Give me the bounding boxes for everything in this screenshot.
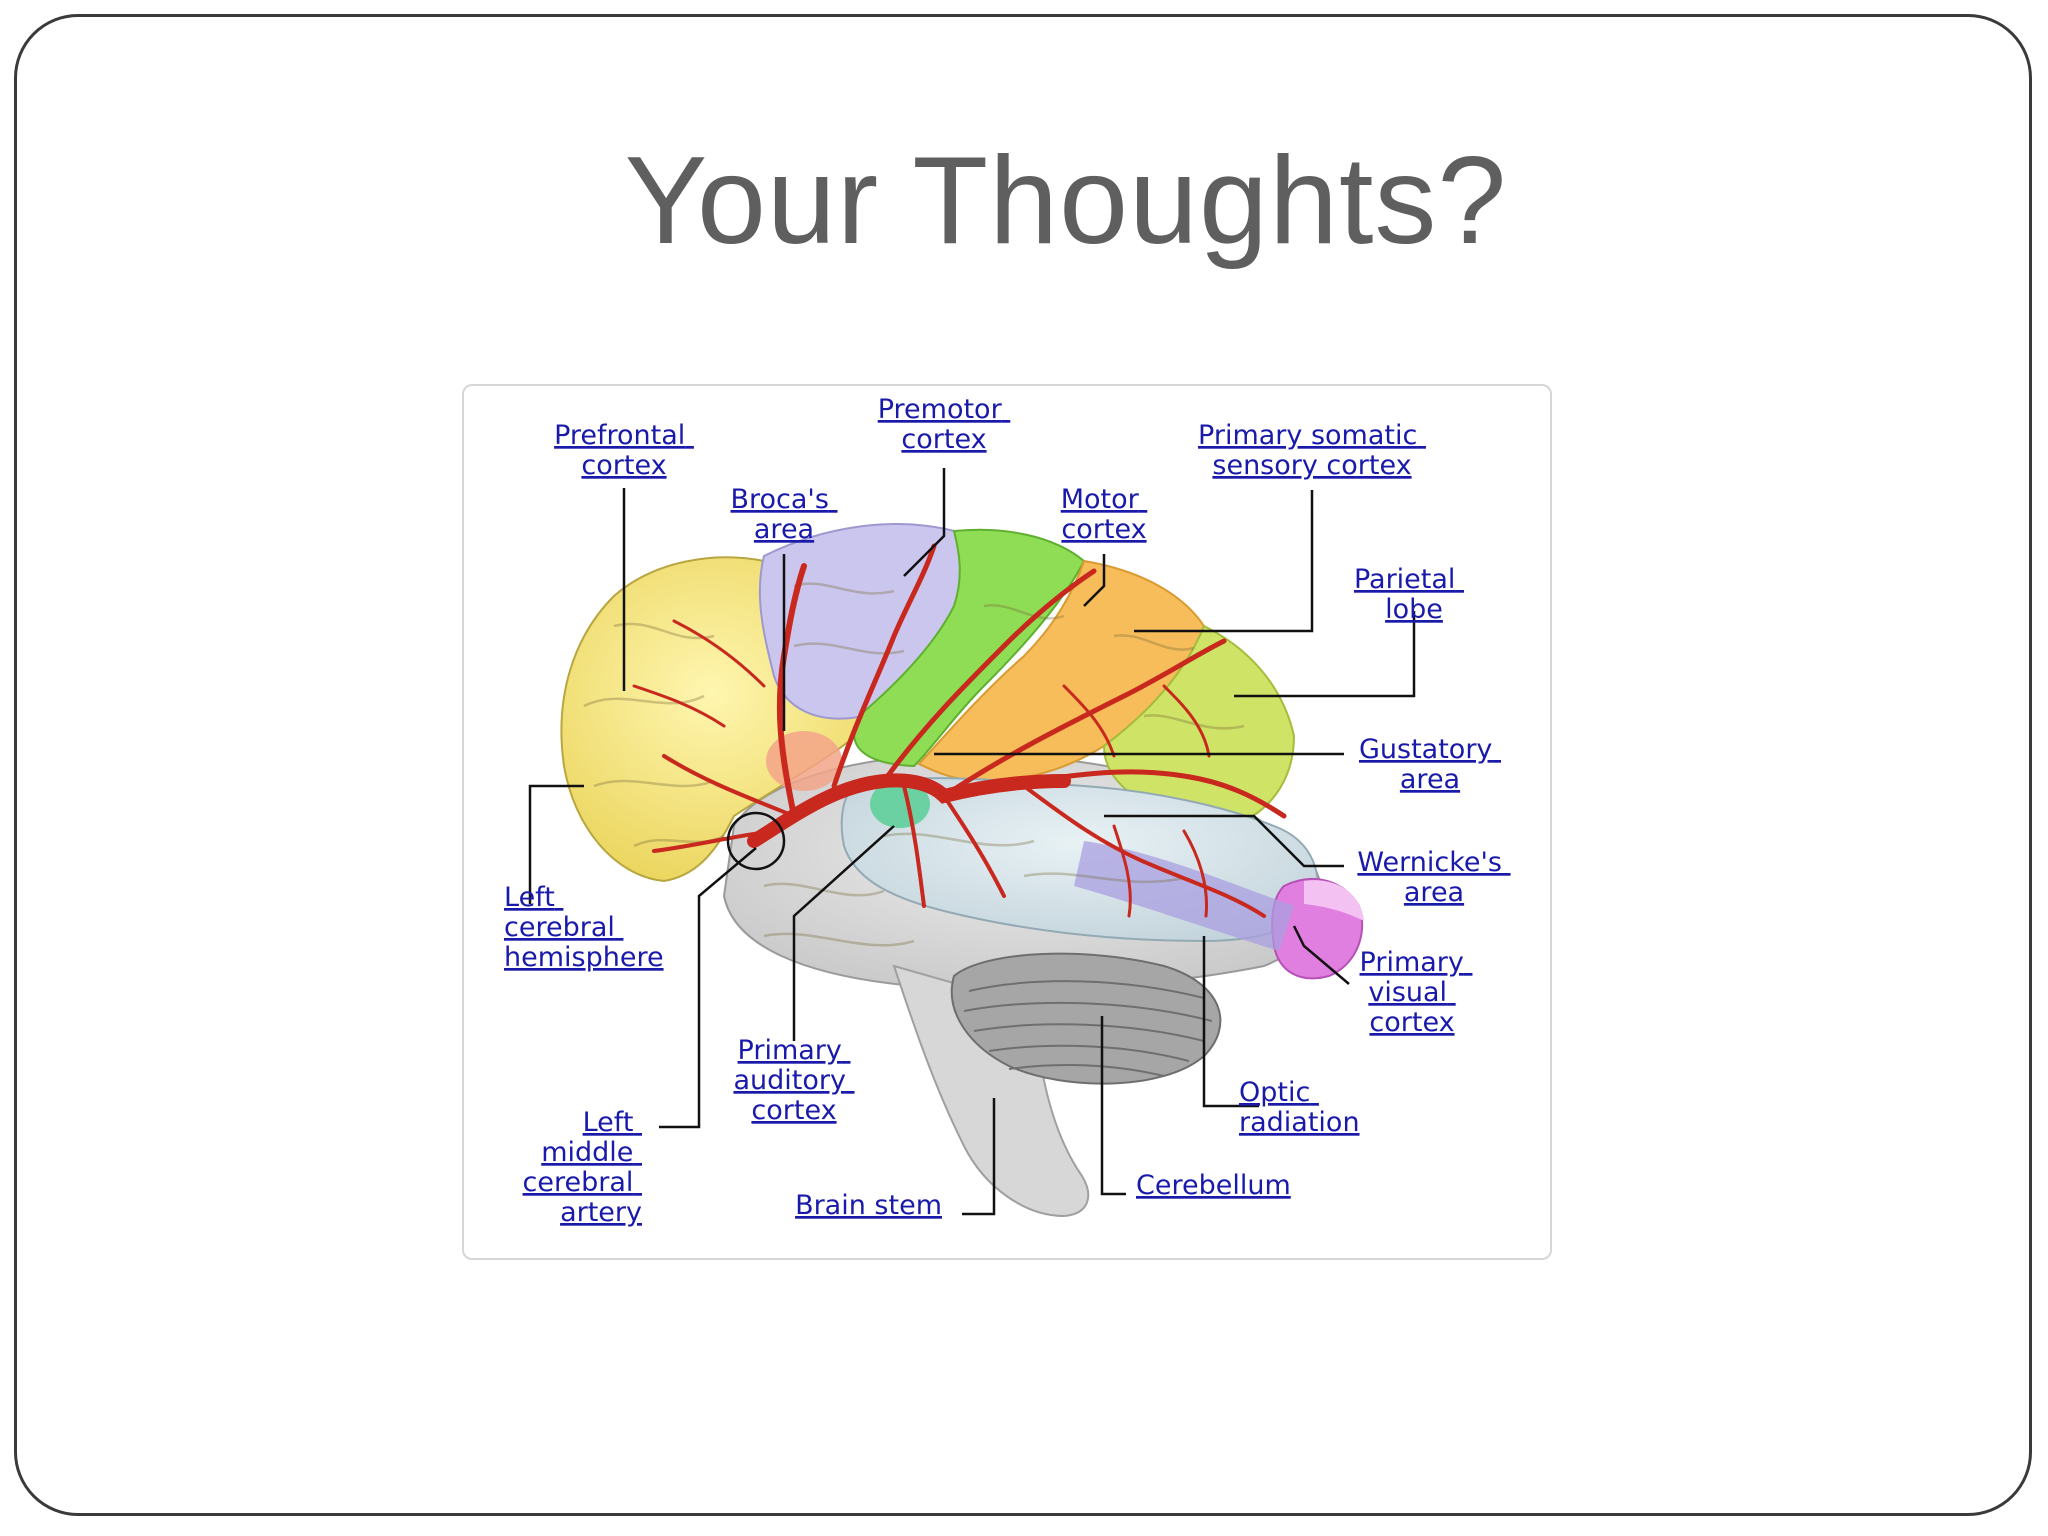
gyri-texture [583,582,1245,947]
leader-wernickes [1104,814,1344,868]
label-left-cerebral-hemisphere: Left cerebral hemisphere [504,882,664,973]
leader-artery [659,847,757,1129]
brain-stem-region [892,964,1090,1218]
leader-auditory [792,825,895,1041]
artery-origin-marker [726,811,786,871]
diagram-labels: Prefrontal cortex Premotor cortex Broca'… [504,394,1510,1228]
brocas-area-region [766,731,842,791]
label-optic-radiation: Optic radiation [1239,1077,1360,1138]
label-prefrontal-cortex: Prefrontal cortex [554,420,694,481]
label-parietal-lobe: Parietal lobe [1354,564,1464,625]
label-motor-cortex: Motor cortex [1061,484,1148,545]
visual-cortex-highlight [1304,880,1364,921]
leader-cerebellum [1100,1016,1126,1196]
slide-title: Your Thoughts? [624,132,1508,270]
cerebellum-folia [963,980,1213,1077]
brain-diagram-card: Prefrontal cortex Premotor cortex Broca'… [462,384,1552,1260]
leader-left-hemisphere [528,784,584,904]
optic-radiation-region [1074,841,1294,951]
brain-diagram: Prefrontal cortex Premotor cortex Broca'… [504,394,1510,1228]
leader-optic [1202,936,1259,1108]
leader-motor [1083,554,1106,607]
leader-parietal [1234,611,1416,698]
middle-cerebral-artery [632,543,1287,918]
label-brocas-area: Broca's area [730,484,837,545]
primary-auditory-cortex-region [870,780,930,828]
leader-sensory [1134,490,1314,633]
label-left-middle-cerebral-artery: Left middle cerebral artery [523,1107,642,1228]
leader-visual [1292,925,1350,985]
brain-illustration [560,523,1364,1218]
leader-brain-stem [962,1098,996,1216]
label-primary-visual-cortex: Primary visual cortex [1360,947,1473,1038]
label-premotor-cortex: Premotor cortex [878,394,1011,455]
label-brain-stem: Brain stem [795,1190,942,1221]
label-primary-auditory-cortex: Primary auditory cortex [733,1035,854,1126]
label-gustatory-area: Gustatory area [1359,734,1501,795]
label-wernickes-area: Wernicke's area [1357,847,1510,908]
leader-lines [528,468,1416,1216]
label-cerebellum: Cerebellum [1136,1170,1291,1201]
leader-premotor [903,468,946,577]
label-primary-somatic-sensory-cortex: Primary somatic sensory cortex [1198,420,1426,481]
